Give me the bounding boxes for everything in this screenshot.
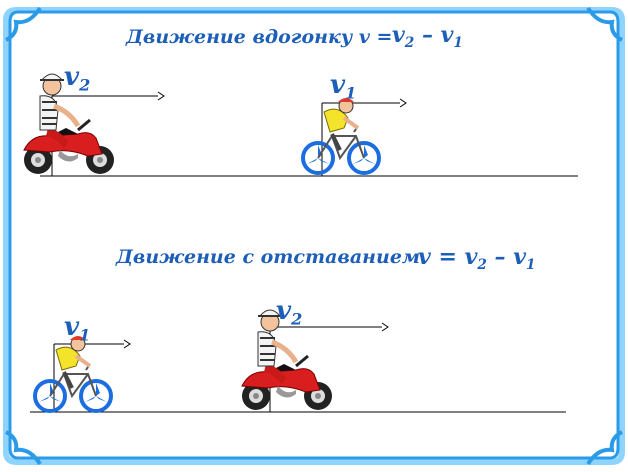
- moto-speed-label-2: v2: [276, 296, 303, 329]
- bicycle-rider-icon: [301, 96, 381, 175]
- bike-speed-label-2: v1: [64, 312, 91, 345]
- scene2-formula: v = v2 – v1: [418, 244, 536, 273]
- bike-velocity-arrow-1: [321, 98, 407, 176]
- moto-speed-label-1: v2: [64, 62, 91, 95]
- bicycle-rider-icon: [33, 334, 113, 413]
- scene2-title: Движение с отставанием: [116, 246, 420, 268]
- scene1-formula: v2 – v1: [392, 22, 463, 51]
- bike-velocity-arrow-2: [53, 339, 131, 412]
- scene1-title: Движение вдогонку v =: [126, 26, 393, 48]
- bike-speed-label-1: v1: [330, 70, 357, 103]
